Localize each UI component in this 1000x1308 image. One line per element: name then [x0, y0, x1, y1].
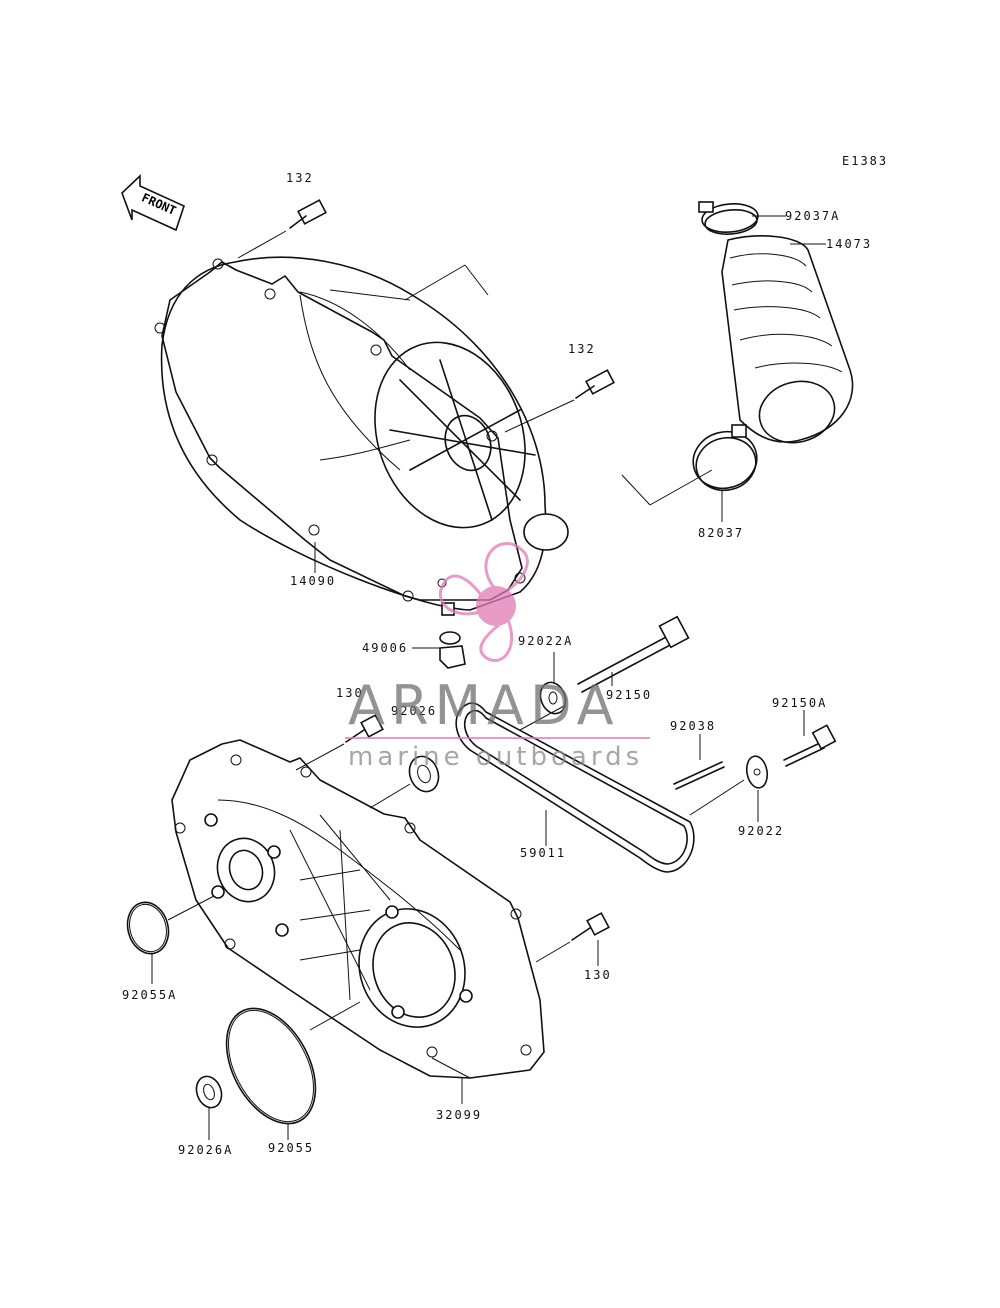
part-label-49006: 49006 [362, 641, 409, 655]
part-label-92022A: 92022A [518, 634, 574, 648]
watermark-title: ARMADA [348, 674, 620, 737]
part-label-92026A: 92026A [178, 1143, 234, 1157]
part-label-130-bottom: 130 [584, 968, 612, 982]
part-label-59011: 59011 [520, 846, 567, 860]
part-label-92055: 92055 [268, 1141, 315, 1155]
propeller-logo-icon [345, 542, 650, 739]
part-label-132-top: 132 [286, 171, 314, 185]
bolt-132-top [237, 199, 327, 259]
drawing-id: E1383 [842, 154, 889, 168]
o-ring-92055A [126, 895, 215, 955]
o-ring-92055 [225, 1001, 361, 1125]
part-label-132-mid: 132 [568, 342, 596, 356]
front-arrow-icon: FRONT [121, 174, 185, 232]
seal-92026 [369, 755, 440, 809]
clamp-82037 [621, 424, 758, 506]
bolt-130-top [295, 714, 384, 771]
outer-clutch-cover [154, 256, 569, 611]
leader-lines [151, 215, 826, 1140]
part-label-32099: 32099 [436, 1108, 483, 1122]
inner-clutch-cover-32099 [171, 739, 545, 1079]
part-label-92037A: 92037A [785, 209, 841, 223]
part-label-92022: 92022 [738, 824, 785, 838]
drain-plug-49006 [437, 578, 466, 669]
washer-92022 [689, 755, 769, 816]
part-label-92150A: 92150A [772, 696, 828, 710]
clamp-92037A [698, 201, 759, 235]
duct-14073 [721, 235, 854, 444]
part-label-92150: 92150 [606, 688, 653, 702]
bolt-132-mid [504, 369, 615, 433]
part-label-14090: 14090 [290, 574, 337, 588]
part-label-130-top: 130 [336, 686, 364, 700]
seal-92026A [195, 1075, 223, 1109]
part-label-14073: 14073 [826, 237, 873, 251]
bolt-92150 [519, 615, 690, 731]
part-label-92026: 92026 [391, 704, 438, 718]
bolt-130-bottom [535, 912, 610, 963]
watermark-subtitle: marine outboards [348, 742, 644, 772]
washer-92022A [539, 681, 567, 715]
pin-92038 [673, 761, 725, 790]
part-label-82037: 82037 [698, 526, 745, 540]
part-label-92038: 92038 [670, 719, 717, 733]
part-label-92055A: 92055A [122, 988, 178, 1002]
bolt-92150A [783, 724, 837, 767]
